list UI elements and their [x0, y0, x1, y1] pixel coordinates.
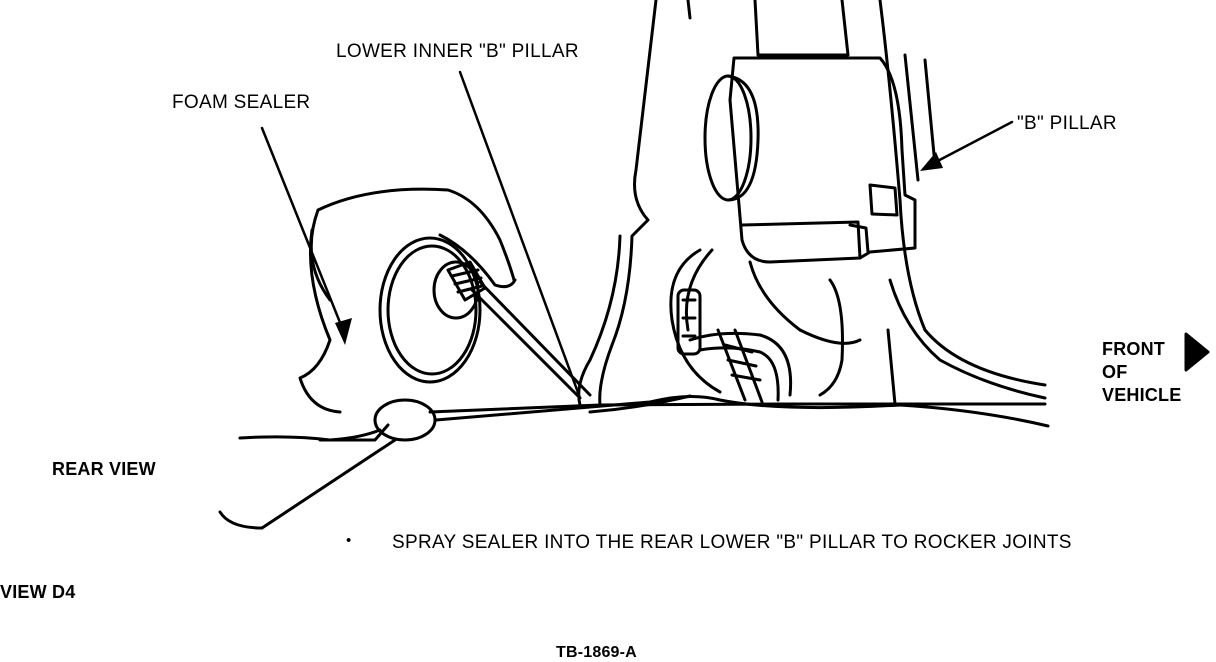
label-front-of-vehicle: FRONT OF VEHICLE	[1102, 338, 1181, 407]
label-foam-sealer: FOAM SEALER	[172, 92, 311, 113]
wiring-harness	[669, 248, 793, 404]
instruction-bullet: •	[346, 532, 352, 549]
instruction-text: SPRAY SEALER INTO THE REAR LOWER "B" PIL…	[392, 532, 1072, 553]
seat-belt-retractor	[703, 0, 917, 397]
b-pillar-outline	[577, 0, 1047, 407]
view-id: VIEW D4	[0, 582, 76, 602]
label-rear-view: REAR VIEW	[52, 459, 156, 479]
rear-view-leader	[218, 438, 397, 530]
label-vehicle: VEHICLE	[1102, 385, 1182, 405]
hand-with-aerosol-can	[238, 187, 517, 442]
label-of: OF	[1102, 362, 1128, 382]
rocker-panel	[428, 394, 1050, 428]
figure-id: TB-1869-A	[556, 644, 637, 661]
label-lower-inner-b-pillar: LOWER INNER "B" PILLAR	[336, 41, 579, 62]
label-front: FRONT	[1102, 339, 1165, 359]
label-b-pillar: "B" PILLAR	[1017, 113, 1117, 134]
front-direction-arrow-icon	[1184, 332, 1210, 372]
leader-lines	[260, 70, 1014, 400]
leader-arrowheads	[335, 152, 943, 345]
